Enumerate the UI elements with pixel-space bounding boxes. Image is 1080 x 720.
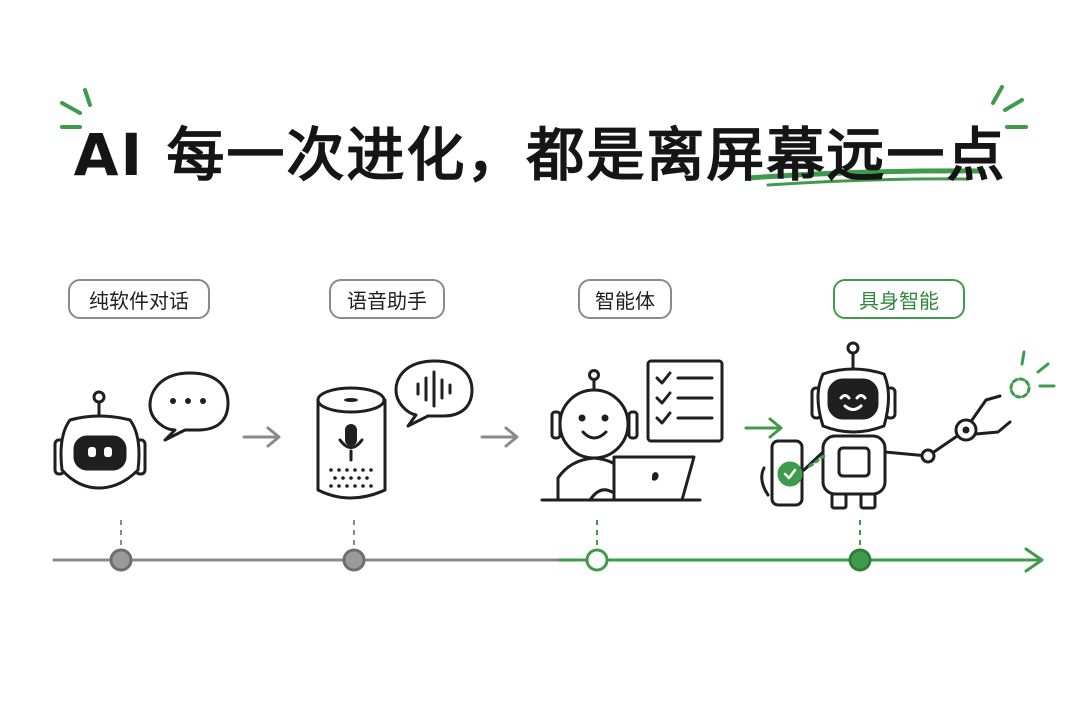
stage-label-3: 智能体 (578, 279, 672, 319)
embodied-robot-icon (760, 341, 1056, 510)
arrow-stage3-to-stage4 (744, 417, 783, 439)
timeline-node-4 (848, 548, 872, 572)
timeline-node-2 (342, 548, 366, 572)
smart-speaker-icon (316, 359, 474, 500)
timeline-node-1 (109, 548, 133, 572)
timeline (52, 520, 1044, 573)
timeline-node-3 (585, 548, 609, 572)
stage-label-2: 语音助手 (329, 279, 445, 319)
sparkle-left-icon (60, 88, 92, 129)
sparkle-right-icon (991, 85, 1028, 129)
arrow-stage1-to-stage2 (242, 426, 281, 448)
stage-label-4: 具身智能 (833, 279, 965, 319)
chat-robot-icon (53, 371, 230, 490)
stage-label-1: 纯软件对话 (68, 279, 210, 319)
title-underline (745, 168, 986, 187)
page-title: AI 每一次进化，都是离屏幕远一点 (73, 121, 1007, 189)
arrow-stage2-to-stage3 (480, 426, 519, 448)
laptop-agent-icon (540, 359, 724, 502)
